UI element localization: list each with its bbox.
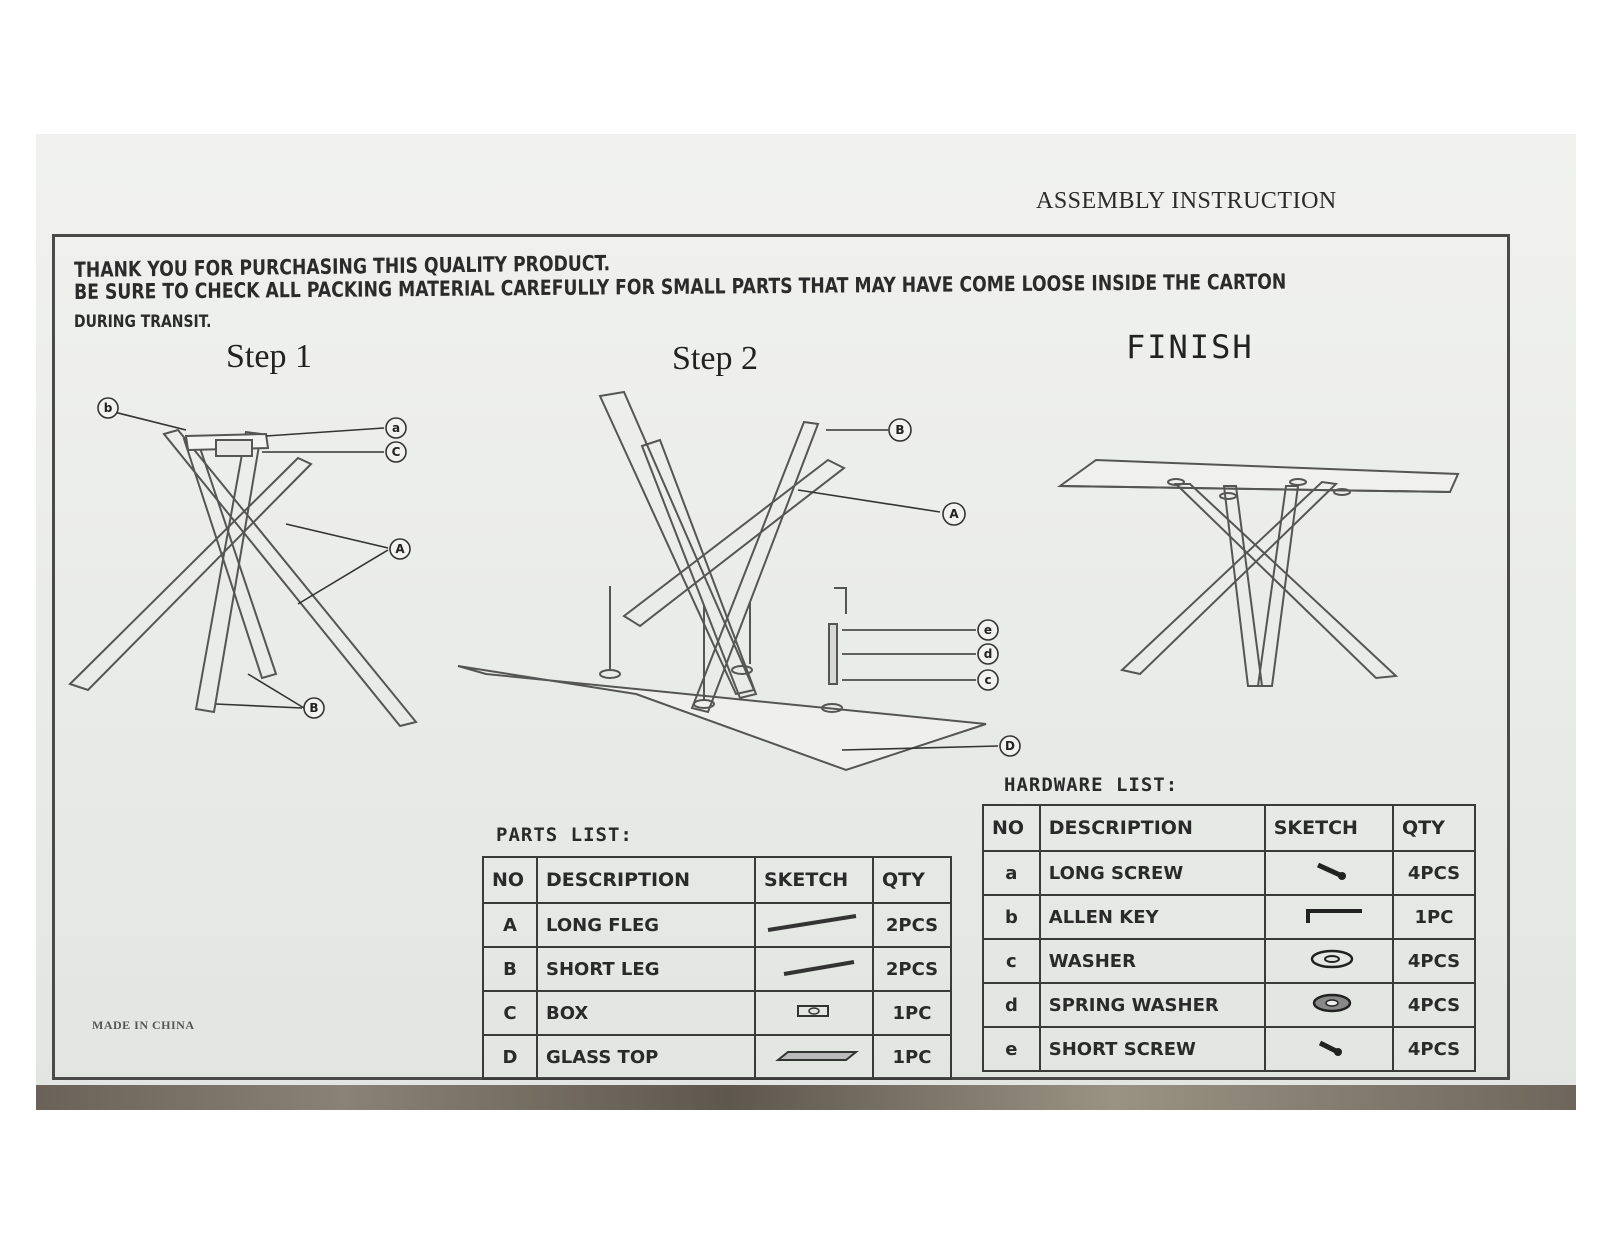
step2-callout-c-label: c bbox=[984, 673, 991, 687]
finish-title: FINISH bbox=[1126, 328, 1254, 366]
parts-list-header-row: NO DESCRIPTION SKETCH QTY bbox=[482, 856, 952, 904]
box-sketch-icon bbox=[754, 990, 874, 1036]
callout-c-label: C bbox=[392, 445, 401, 459]
part-description: SHORT LEG bbox=[536, 946, 756, 992]
intro-during-transit: DURING TRANSIT. bbox=[74, 312, 212, 332]
part-qty: 2PCS bbox=[872, 902, 952, 948]
step2-callout-B-label: B bbox=[895, 423, 904, 437]
callout-B-label: B bbox=[309, 701, 318, 715]
part-description: BOX bbox=[536, 990, 756, 1036]
step-1-callout-B: B bbox=[303, 697, 325, 719]
parts-header-sketch: SKETCH bbox=[754, 856, 874, 904]
step2-callout-A-label: A bbox=[949, 507, 959, 521]
allen-key-icon bbox=[1263, 894, 1394, 940]
parts-list-table: NO DESCRIPTION SKETCH QTY A LONG FLEG 2P… bbox=[482, 856, 952, 1080]
document-title: ASSEMBLY INSTRUCTION bbox=[1036, 188, 1337, 214]
step-2-callout-B: B bbox=[888, 418, 912, 442]
step-2-illustration bbox=[457, 390, 999, 772]
hardware-header-no: NO bbox=[982, 804, 1041, 852]
hardware-no: a bbox=[982, 850, 1041, 896]
instruction-sheet: ASSEMBLY INSTRUCTION THANK YOU FOR PURCH… bbox=[36, 134, 1576, 1085]
step2-callout-D-label: D bbox=[1005, 739, 1015, 753]
hardware-no: b bbox=[982, 894, 1041, 940]
parts-header-description: DESCRIPTION bbox=[536, 856, 756, 904]
glass-top-sketch-icon bbox=[754, 1034, 874, 1080]
part-description: GLASS TOP bbox=[536, 1034, 756, 1080]
hardware-description: WASHER bbox=[1038, 938, 1266, 984]
parts-header-no: NO bbox=[482, 856, 538, 904]
hardware-header-description: DESCRIPTION bbox=[1038, 804, 1266, 852]
step-2-title: Step 2 bbox=[672, 340, 758, 377]
part-qty: 2PCS bbox=[872, 946, 952, 992]
step-1-callout-A: A bbox=[389, 538, 411, 560]
photo-frame: ASSEMBLY INSTRUCTION THANK YOU FOR PURCH… bbox=[36, 134, 1576, 1110]
step-1-title: Step 1 bbox=[226, 338, 312, 375]
step-1-illustration bbox=[68, 409, 418, 728]
hardware-description: LONG SCREW bbox=[1038, 850, 1266, 896]
hardware-description: ALLEN KEY bbox=[1038, 894, 1266, 940]
table-row: B SHORT LEG 2PCS bbox=[482, 946, 952, 992]
hardware-qty: 4PCS bbox=[1391, 982, 1477, 1028]
step-2-callout-D: D bbox=[999, 735, 1021, 757]
hardware-list-title: HARDWARE LIST: bbox=[1004, 774, 1179, 796]
callout-b-label: b bbox=[104, 401, 113, 415]
part-description: LONG FLEG bbox=[536, 902, 756, 948]
step2-callout-e-label: e bbox=[984, 623, 992, 637]
step2-callout-d-label: d bbox=[984, 647, 993, 661]
hardware-no: d bbox=[982, 982, 1041, 1028]
step-1-callout-b: b bbox=[97, 397, 119, 419]
part-no: D bbox=[482, 1034, 538, 1080]
hardware-list-header-row: NO DESCRIPTION SKETCH QTY bbox=[982, 804, 1477, 852]
washer-icon bbox=[1263, 938, 1394, 984]
hardware-qty: 4PCS bbox=[1391, 938, 1477, 984]
part-qty: 1PC bbox=[872, 1034, 952, 1080]
part-no: A bbox=[482, 902, 538, 948]
callout-a-label: a bbox=[392, 421, 400, 435]
short-screw-icon bbox=[1263, 1026, 1394, 1072]
table-row: c WASHER 4PCS bbox=[982, 938, 1477, 984]
hardware-no: e bbox=[982, 1026, 1041, 1072]
table-row: A LONG FLEG 2PCS bbox=[482, 902, 952, 948]
short-leg-sketch-icon bbox=[754, 946, 874, 992]
hardware-header-qty: QTY bbox=[1391, 804, 1477, 852]
hardware-list-table: NO DESCRIPTION SKETCH QTY a LONG SCREW 4… bbox=[982, 804, 1477, 1072]
spring-washer-icon bbox=[1263, 982, 1394, 1028]
hardware-description: SHORT SCREW bbox=[1038, 1026, 1266, 1072]
hardware-qty: 1PC bbox=[1391, 894, 1477, 940]
long-leg-sketch-icon bbox=[754, 902, 874, 948]
table-row: C BOX 1PC bbox=[482, 990, 952, 1036]
table-row: e SHORT SCREW 4PCS bbox=[982, 1026, 1477, 1072]
hardware-header-sketch: SKETCH bbox=[1263, 804, 1394, 852]
hardware-description: SPRING WASHER bbox=[1038, 982, 1266, 1028]
step-2-callout-A: A bbox=[942, 502, 966, 526]
made-in-china-note: MADE IN CHINA bbox=[92, 1018, 195, 1032]
finished-table-illustration bbox=[1056, 458, 1460, 687]
hardware-qty: 4PCS bbox=[1391, 850, 1477, 896]
table-row: D GLASS TOP 1PC bbox=[482, 1034, 952, 1080]
part-no: C bbox=[482, 990, 538, 1036]
parts-list-title: PARTS LIST: bbox=[496, 824, 633, 846]
table-row: b ALLEN KEY 1PC bbox=[982, 894, 1477, 940]
table-row: d SPRING WASHER 4PCS bbox=[982, 982, 1477, 1028]
hardware-qty: 4PCS bbox=[1391, 1026, 1477, 1072]
parts-header-qty: QTY bbox=[872, 856, 952, 904]
step-2-callout-c: c bbox=[977, 669, 999, 691]
part-qty: 1PC bbox=[872, 990, 952, 1036]
long-screw-icon bbox=[1263, 850, 1394, 896]
part-no: B bbox=[482, 946, 538, 992]
callout-A-label: A bbox=[395, 542, 405, 556]
step-1-callout-c: C bbox=[385, 441, 407, 463]
step-2-callout-e: e bbox=[977, 619, 999, 641]
assembly-illustrations: .leg{fill:none;stroke:#555;stroke-width:… bbox=[68, 390, 1460, 772]
step-2-callout-d: d bbox=[977, 643, 999, 665]
step-1-callout-a: a bbox=[385, 417, 407, 439]
hardware-no: c bbox=[982, 938, 1041, 984]
table-surface-strip bbox=[36, 1085, 1576, 1110]
table-row: a LONG SCREW 4PCS bbox=[982, 850, 1477, 896]
